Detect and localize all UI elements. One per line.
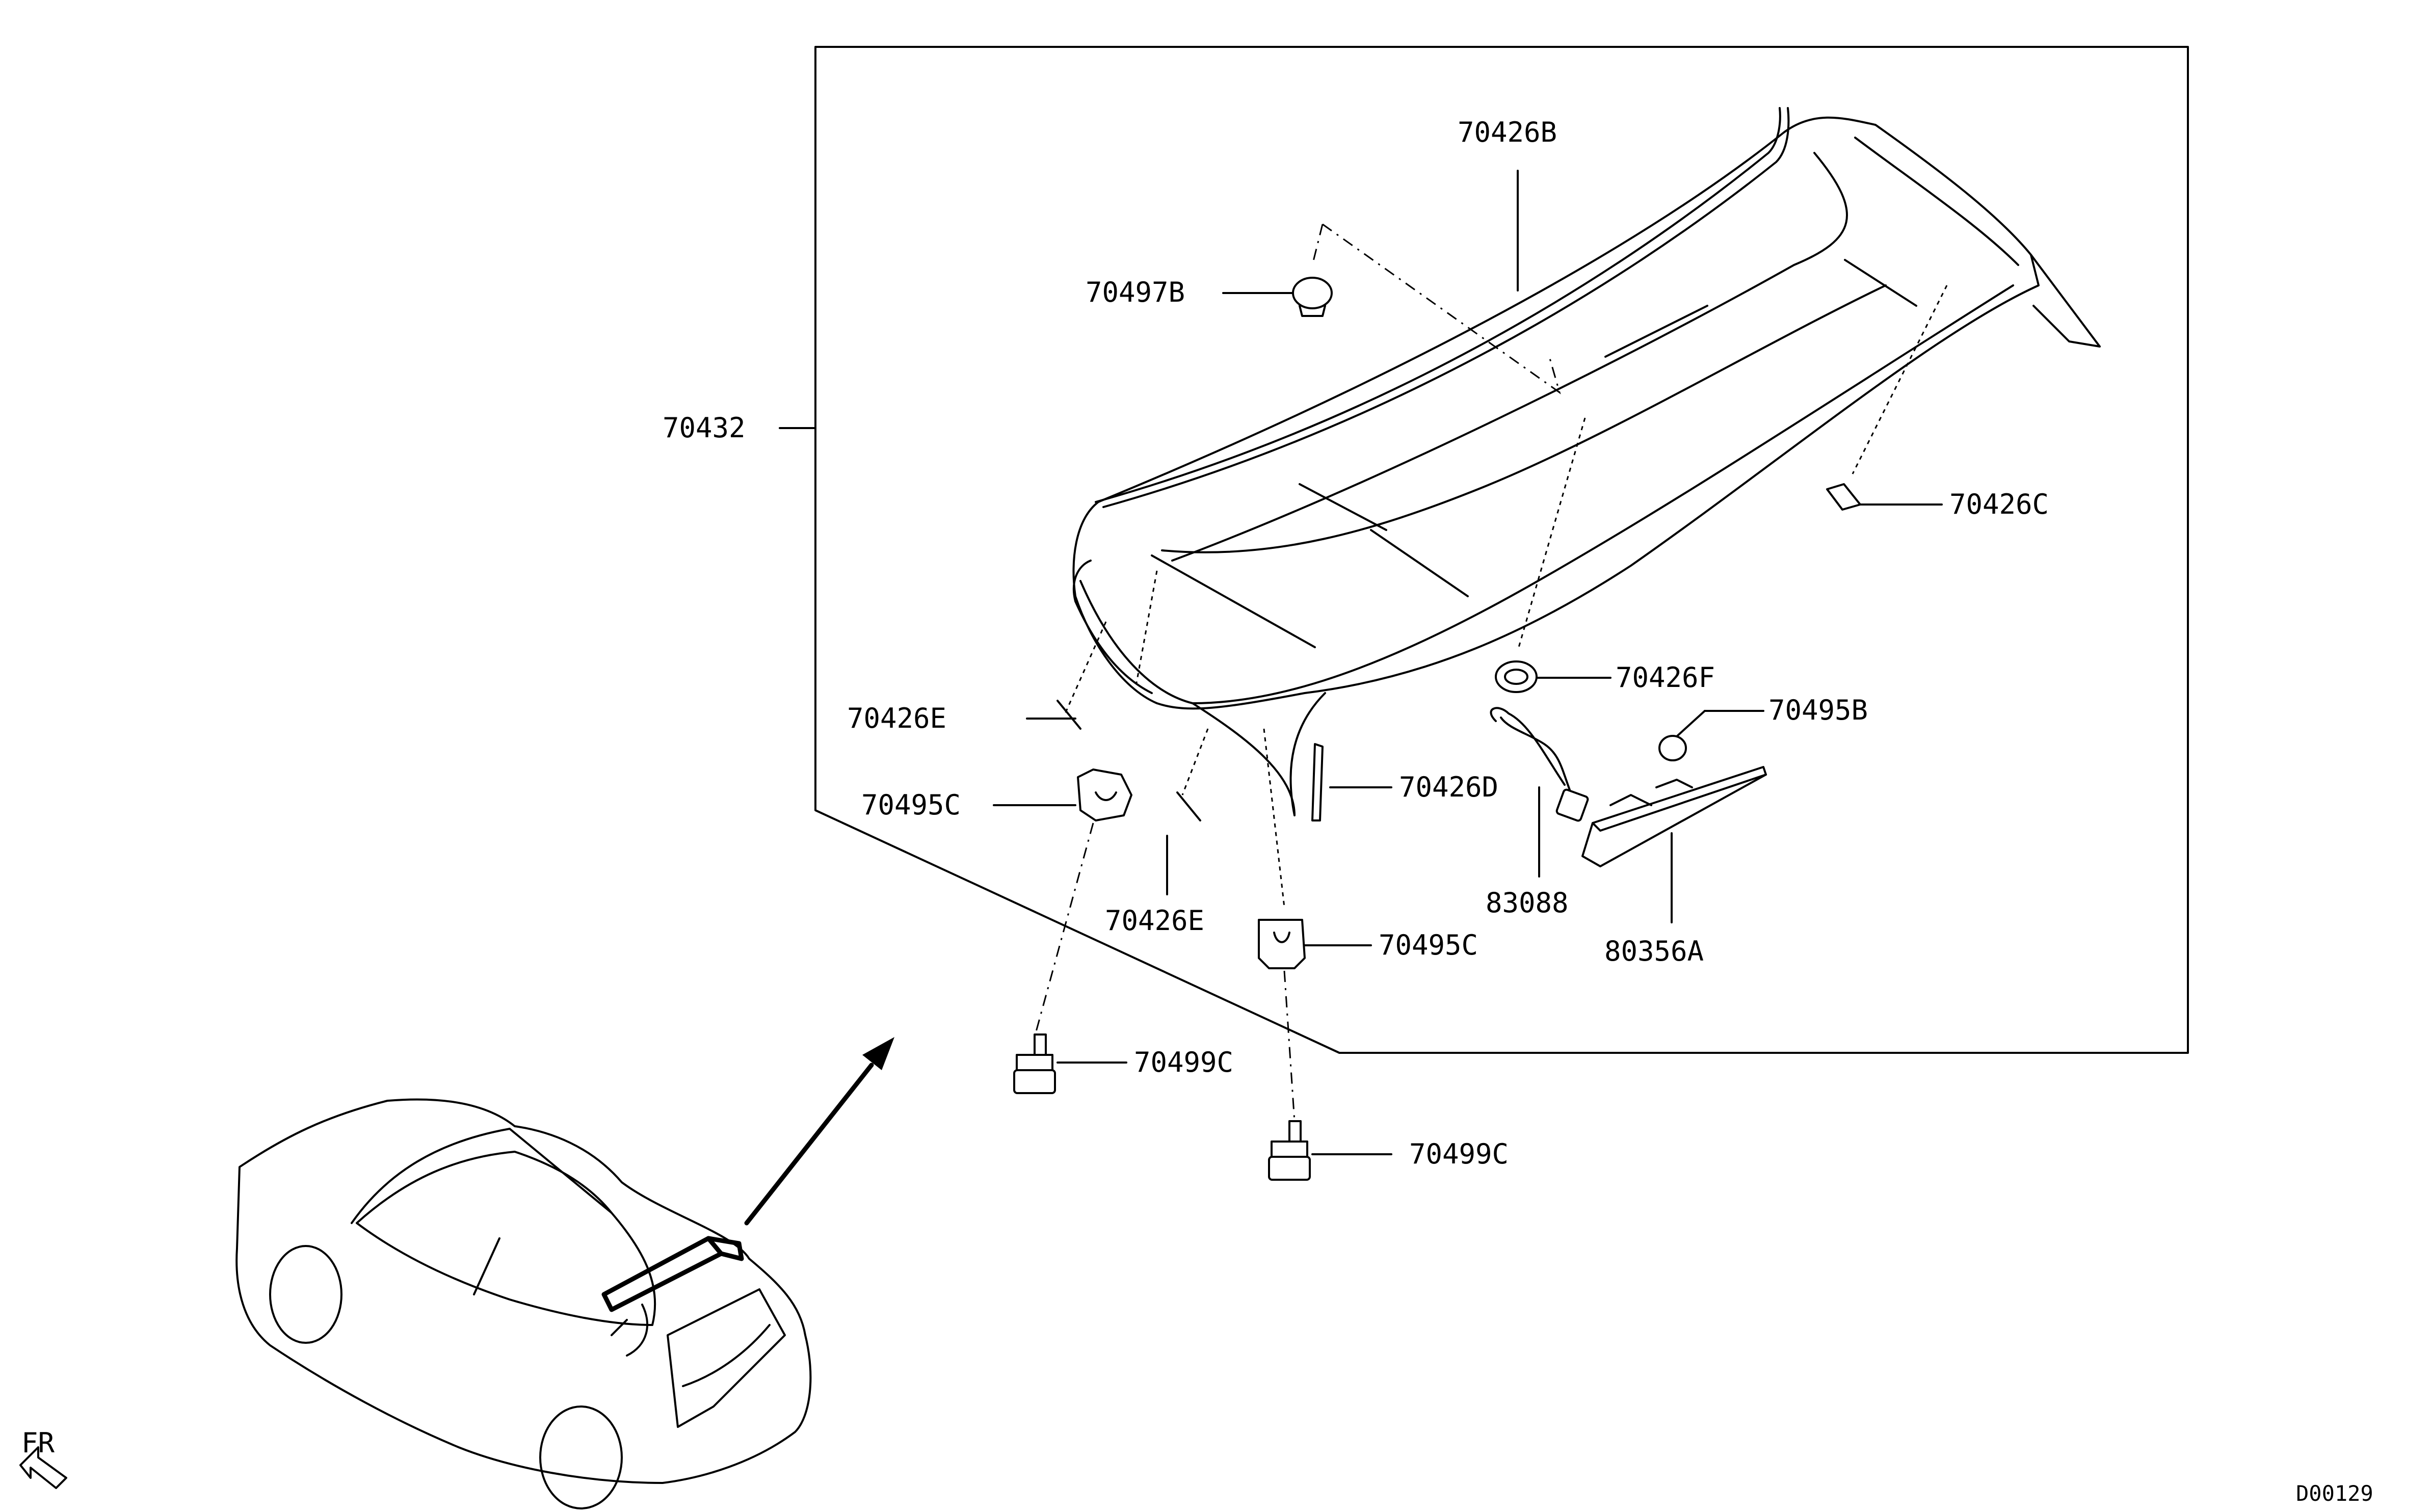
vehicle-illustration: [235, 1098, 812, 1509]
label-70426F: 70426F: [1616, 661, 1715, 694]
label-70426C: 70426C: [1949, 488, 2049, 520]
strip-70426E-2: [1166, 791, 1201, 895]
label-80356A: 80356A: [1604, 935, 1704, 967]
grommet-70426F: [1495, 660, 1612, 693]
label-70426E-1: 70426E: [847, 702, 946, 734]
label-83088: 83088: [1486, 887, 1569, 919]
lamp-80356A: [1581, 766, 1767, 923]
label-70426B: 70426B: [1458, 116, 1557, 148]
rear-spoiler: [1072, 107, 2101, 816]
clip-70495C-1: [993, 768, 1132, 821]
label-70495B: 70495B: [1768, 694, 1868, 726]
bolt-70499C-1: [1013, 1033, 1127, 1094]
label-70495C-1: 70495C: [861, 789, 961, 821]
label-70499C-2: 70499C: [1409, 1138, 1509, 1170]
clip-70497B: [1222, 277, 1333, 317]
diagram-code: D00129: [2296, 1481, 2373, 1506]
nut-70495B: [1658, 710, 1764, 761]
pad-70426C: [1826, 483, 1943, 511]
harness-83088: [1490, 707, 1589, 878]
label-70426D: 70426D: [1399, 771, 1498, 803]
strip-70426E-1: [1026, 700, 1081, 730]
front-label: FR: [21, 1427, 55, 1459]
label-70495C-2: 70495C: [1379, 929, 1478, 961]
label-70499C-1: 70499C: [1134, 1046, 1233, 1078]
label-70426E-2: 70426E: [1105, 905, 1204, 937]
label-70497B: 70497B: [1086, 276, 1185, 308]
front-arrow-icon: [19, 1446, 67, 1489]
clip-70495C-2: [1258, 919, 1372, 969]
bolt-70499C-2: [1268, 1120, 1392, 1181]
label-70432: 70432: [663, 412, 746, 444]
reference-arrow: [744, 1037, 894, 1226]
strip-70426D: [1311, 743, 1392, 821]
detail-frame: [814, 46, 2189, 1054]
